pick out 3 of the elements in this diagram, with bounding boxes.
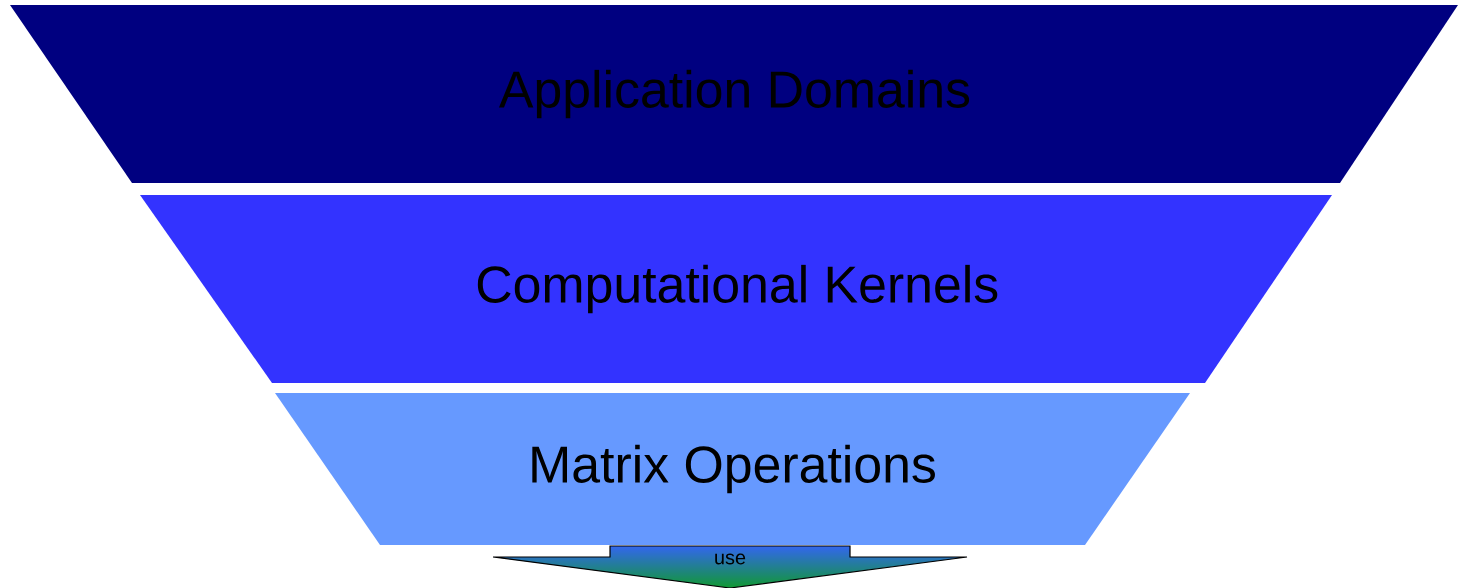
funnel-layer: Matrix Operations <box>275 393 1190 545</box>
funnel-layer: Computational Kernels <box>140 195 1332 383</box>
funnel-layer: Application Domains <box>10 5 1458 183</box>
